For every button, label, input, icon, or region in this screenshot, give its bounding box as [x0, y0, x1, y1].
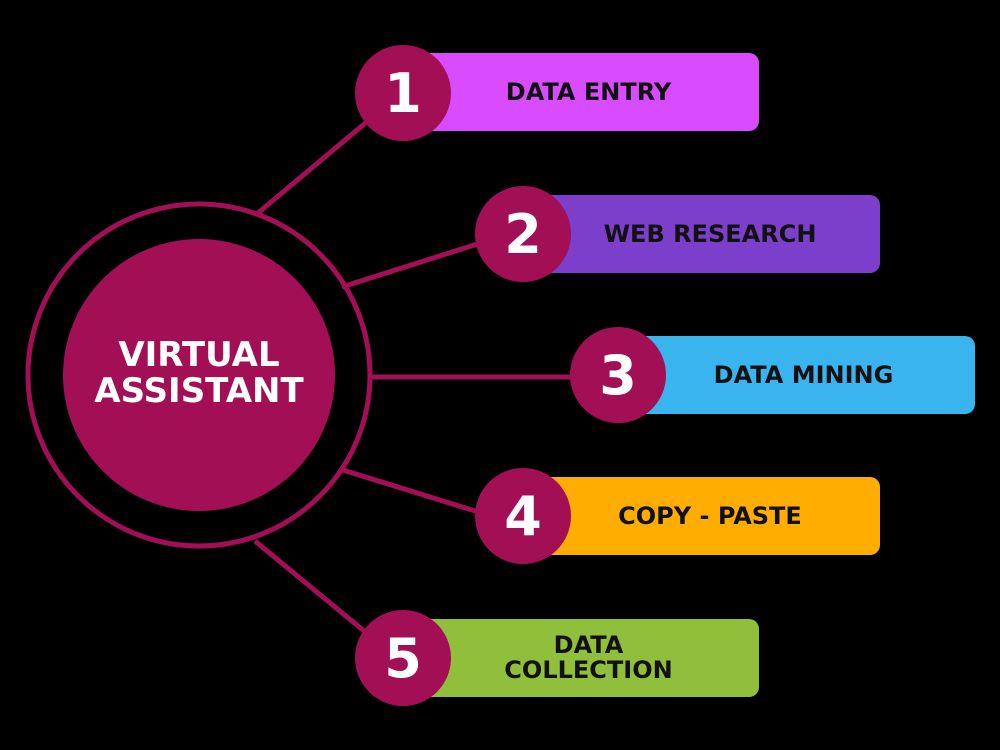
item-5-label: DATA COLLECTION	[504, 631, 673, 684]
center-outer-ring	[25, 201, 373, 549]
item-5-pill: DATA COLLECTION	[418, 619, 759, 697]
item-2-label: WEB RESEARCH	[603, 219, 817, 248]
item-5-number-badge: 5	[355, 610, 451, 706]
connector-line-2	[341, 237, 491, 290]
center-circle	[63, 239, 335, 511]
item-1-number-badge: 1	[355, 45, 451, 141]
item-2-pill: WEB RESEARCH	[540, 195, 880, 273]
connector-line-4	[342, 467, 489, 518]
item-4-number-badge: 4	[475, 468, 571, 564]
item-4-label: COPY - PASTE	[618, 501, 802, 530]
connector-line-1	[256, 113, 377, 215]
item-1-pill: DATA ENTRY	[418, 53, 759, 131]
item-3-number-badge: 3	[570, 327, 666, 423]
center-title: VIRTUAL ASSISTANT	[94, 335, 304, 411]
item-1-label: DATA ENTRY	[505, 77, 672, 106]
item-2-number-badge: 2	[475, 186, 571, 282]
item-3-label: DATA MINING	[713, 360, 894, 389]
connector-line-5	[253, 539, 377, 642]
item-4-pill: COPY - PASTE	[540, 477, 880, 555]
item-3-pill: DATA MINING	[632, 336, 975, 414]
